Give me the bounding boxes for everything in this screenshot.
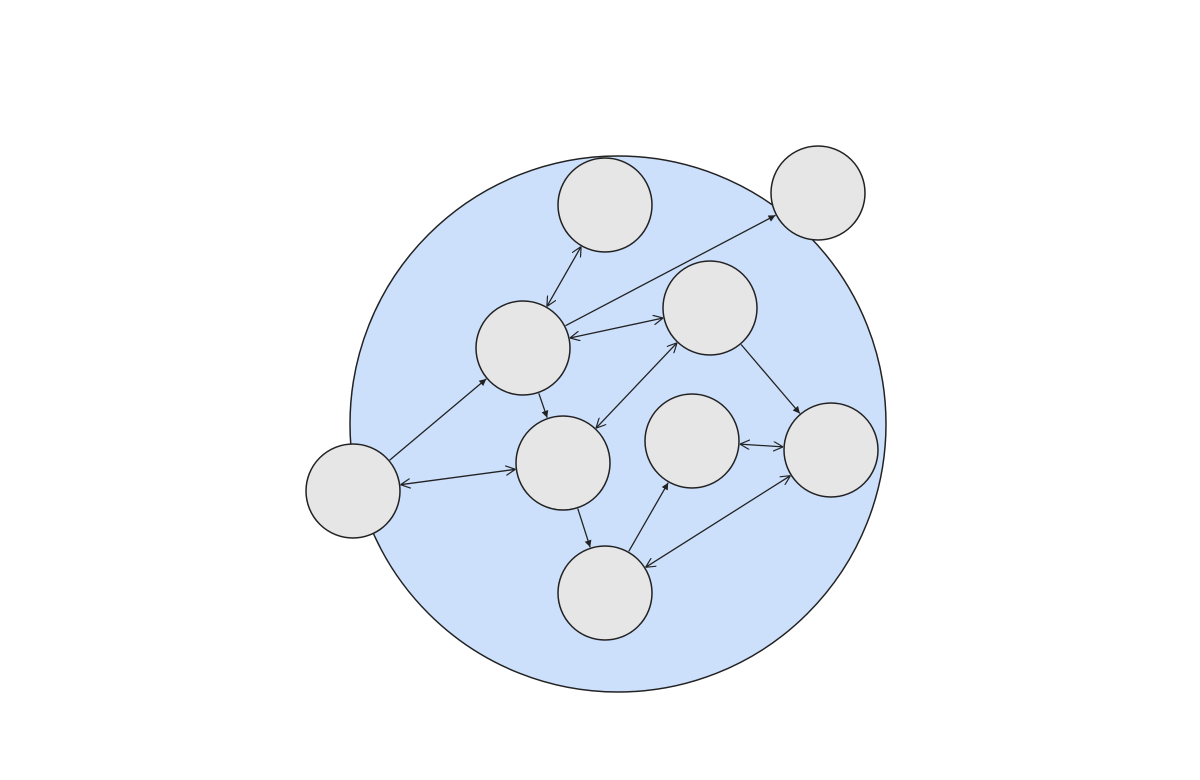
node-circle <box>770 145 866 241</box>
node-circle <box>662 260 758 356</box>
node-outer-tr[interactable] <box>770 145 866 241</box>
edge-n-upper-right-to-n-center <box>596 343 677 428</box>
nodes-layer <box>305 145 879 641</box>
edge-n-upper-left-to-n-outer-tr <box>565 214 776 327</box>
node-bottom[interactable] <box>557 545 653 641</box>
edge-n-center-right-to-n-right <box>740 444 783 447</box>
edge-n-outer-left-to-n-center <box>401 469 516 484</box>
node-circle <box>783 402 879 498</box>
edge-n-upper-right-to-n-right <box>740 344 801 414</box>
node-upper-right[interactable] <box>662 260 758 356</box>
node-circle <box>644 393 740 489</box>
node-center[interactable] <box>515 415 611 511</box>
node-circle <box>305 443 401 539</box>
node-outer-left[interactable] <box>305 443 401 539</box>
edge-n-bottom-to-n-right <box>646 476 791 568</box>
node-circle <box>475 300 571 396</box>
node-circle <box>557 545 653 641</box>
node-circle <box>515 415 611 511</box>
edge-n-center-to-n-bottom <box>577 508 592 548</box>
edge-n-outer-left-to-n-upper-left <box>389 378 487 461</box>
node-right[interactable] <box>783 402 879 498</box>
edge-n-upper-left-to-n-top <box>547 247 581 307</box>
edge-n-upper-left-to-n-center <box>538 393 549 418</box>
node-circle <box>557 157 653 253</box>
node-center-right[interactable] <box>644 393 740 489</box>
edge-n-upper-left-to-n-upper-right <box>570 318 663 338</box>
node-upper-left[interactable] <box>475 300 571 396</box>
edges-layer <box>389 214 801 568</box>
node-top[interactable] <box>557 157 653 253</box>
